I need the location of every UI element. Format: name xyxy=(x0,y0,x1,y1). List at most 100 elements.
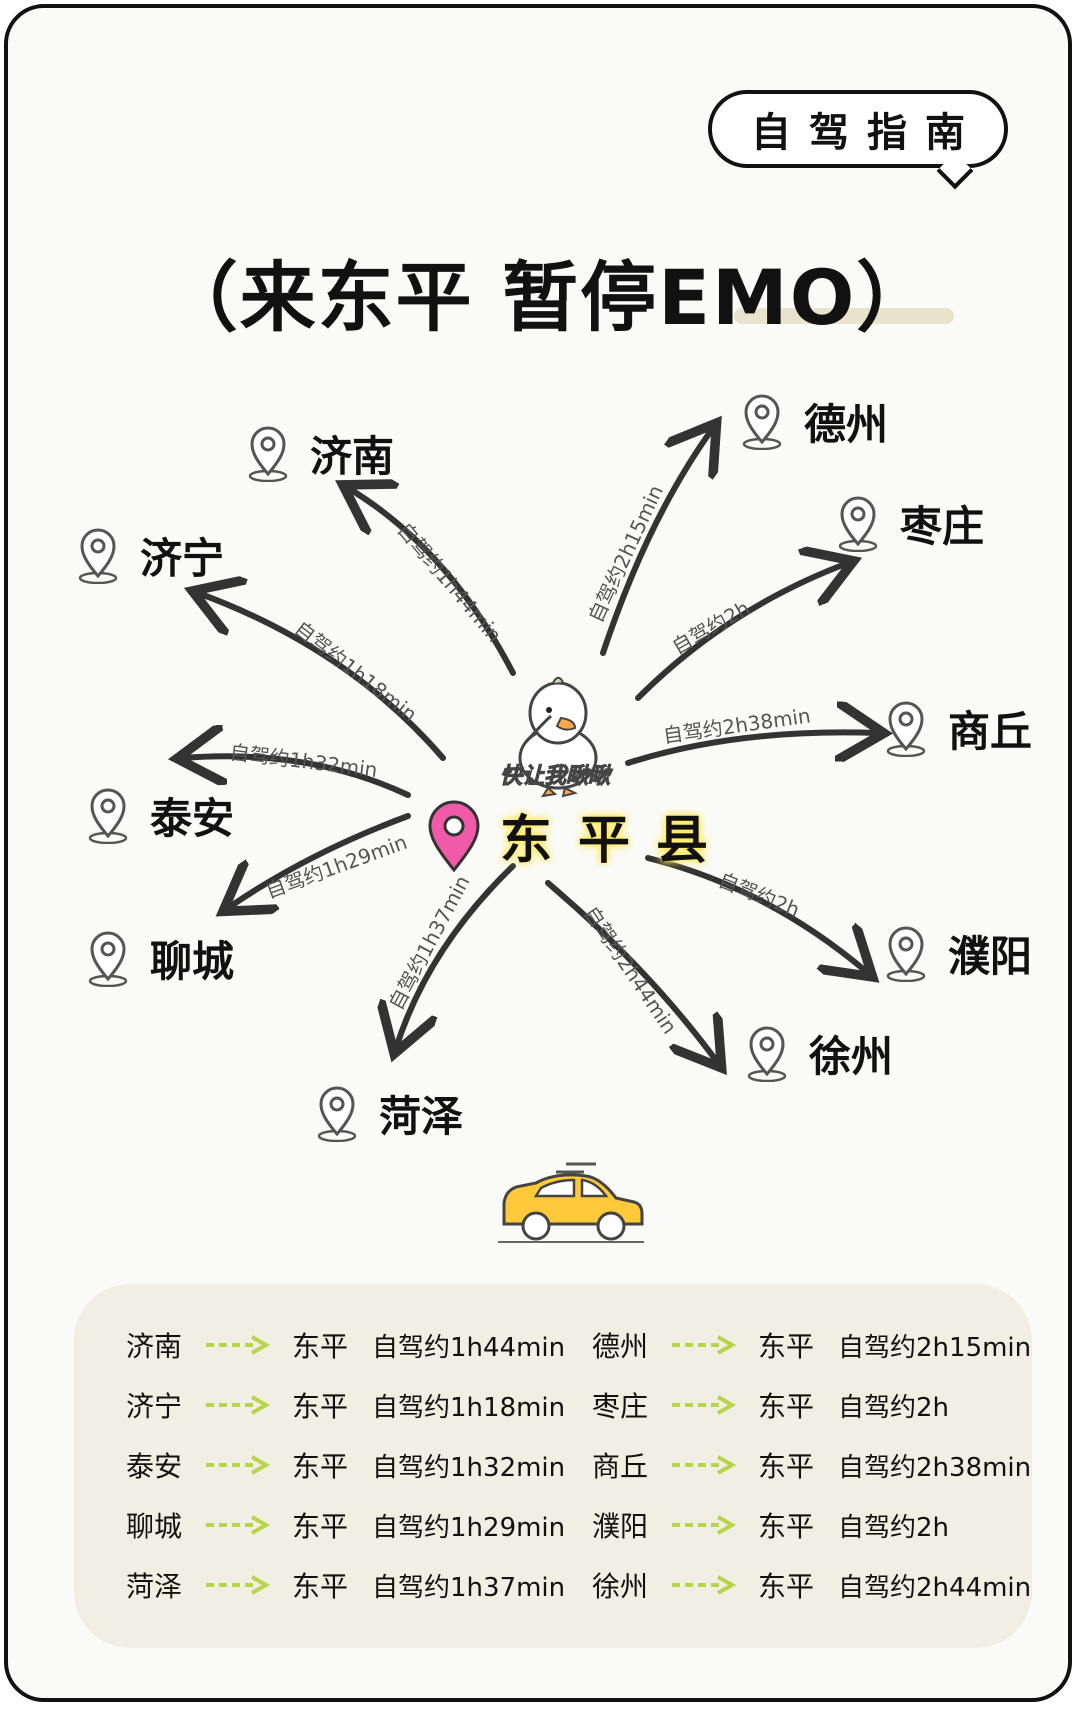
mascot-caption: 快让我瞅瞅 xyxy=(499,764,611,790)
page-title: （来东平 暂停EMO） xyxy=(161,253,935,342)
city-shangqiu: 商丘 xyxy=(882,698,1032,759)
location-pin-icon xyxy=(747,1026,787,1082)
guide-card: 自驾指南 （来东平 暂停EMO） 自驾约1h44min 自驾约2h15min 自… xyxy=(4,4,1072,1702)
location-pin-icon xyxy=(886,701,926,757)
row-to: 东平 xyxy=(758,1450,815,1483)
table-row: 濮阳 东平 自驾约2h xyxy=(592,1505,949,1545)
location-pin-icon xyxy=(88,788,128,844)
table-row: 菏泽 东平 自驾约1h37min xyxy=(126,1565,565,1605)
city-name: 徐州 xyxy=(809,1032,894,1081)
table-row: 济宁 东平 自驾约1h18min xyxy=(126,1385,565,1425)
row-from: 徐州 xyxy=(592,1570,649,1603)
row-to: 东平 xyxy=(758,1390,815,1423)
arrow-dezhou xyxy=(600,428,713,656)
table-row: 枣庄 东平 自驾约2h xyxy=(592,1385,949,1425)
table-row: 泰安 东平 自驾约1h32min xyxy=(126,1445,565,1485)
city-name: 德州 xyxy=(804,400,889,449)
row-to: 东平 xyxy=(758,1330,815,1363)
arrow-taian xyxy=(183,756,411,798)
row-from: 德州 xyxy=(592,1330,649,1363)
center-location: 东平县 xyxy=(426,798,734,873)
city-name: 济宁 xyxy=(140,534,225,583)
arrow-jinan xyxy=(348,488,516,676)
row-time: 自驾约2h44min xyxy=(838,1572,1032,1603)
city-name: 商丘 xyxy=(948,707,1033,756)
arrow-zaozhuang xyxy=(635,563,848,701)
city-jining: 济宁 xyxy=(74,525,224,586)
row-to: 东平 xyxy=(292,1570,349,1603)
table-row: 聊城 东平 自驾约1h29min xyxy=(126,1505,565,1545)
location-pin-icon xyxy=(78,528,118,584)
arrow-jining xyxy=(198,593,446,761)
row-from: 枣庄 xyxy=(592,1390,649,1423)
green-arrow-icon xyxy=(206,1455,271,1475)
city-taian: 泰安 xyxy=(84,785,234,846)
table-row: 济南 东平 自驾约1h44min xyxy=(126,1325,565,1365)
green-arrow-icon xyxy=(206,1575,271,1595)
table-row: 德州 东平 自驾约2h15min xyxy=(592,1325,1031,1365)
city-name: 濮阳 xyxy=(948,932,1033,981)
city-zaozhuang: 枣庄 xyxy=(834,493,984,554)
location-pin-icon xyxy=(838,496,878,552)
row-from: 聊城 xyxy=(126,1510,183,1543)
location-pin-icon xyxy=(88,931,128,987)
table-row: 商丘 东平 自驾约2h38min xyxy=(592,1445,1031,1485)
city-puyang: 濮阳 xyxy=(882,923,1032,984)
city-liaocheng: 聊城 xyxy=(84,928,234,989)
badge-label: 自驾指南 xyxy=(751,110,983,156)
row-time: 自驾约1h37min xyxy=(372,1572,566,1603)
row-from: 济宁 xyxy=(126,1390,183,1423)
center-county-name: 东平县 xyxy=(500,811,735,871)
table-row: 徐州 东平 自驾约2h44min xyxy=(592,1565,1031,1605)
location-pin-icon xyxy=(886,926,926,982)
row-from: 濮阳 xyxy=(592,1510,649,1543)
self-drive-guide-badge: 自驾指南 xyxy=(708,90,1008,168)
car-icon xyxy=(498,1162,644,1243)
row-time: 自驾约1h32min xyxy=(372,1452,566,1483)
green-arrow-icon xyxy=(672,1515,737,1535)
location-pin-icon xyxy=(317,1086,357,1142)
row-time: 自驾约2h15min xyxy=(838,1332,1032,1363)
row-to: 东平 xyxy=(292,1390,349,1423)
arrow-heze xyxy=(396,863,516,1048)
row-time: 自驾约1h44min xyxy=(372,1332,566,1363)
city-heze: 菏泽 xyxy=(313,1083,463,1144)
row-to: 东平 xyxy=(758,1570,815,1603)
arrow-xuzhou xyxy=(545,880,718,1063)
row-to: 东平 xyxy=(292,1510,349,1543)
city-name: 聊城 xyxy=(150,937,235,986)
row-to: 东平 xyxy=(292,1450,349,1483)
row-time: 自驾约1h29min xyxy=(372,1512,566,1543)
green-arrow-icon xyxy=(206,1335,271,1355)
arrow-shangqiu xyxy=(625,732,878,766)
green-arrow-icon xyxy=(672,1575,737,1595)
city-dezhou: 德州 xyxy=(738,391,888,452)
city-xuzhou: 徐州 xyxy=(743,1023,893,1084)
row-to: 东平 xyxy=(292,1330,349,1363)
green-arrow-icon xyxy=(206,1395,271,1415)
green-arrow-icon xyxy=(672,1395,737,1415)
row-time: 自驾约2h38min xyxy=(838,1452,1032,1483)
row-time: 自驾约1h18min xyxy=(372,1392,566,1423)
green-arrow-icon xyxy=(206,1515,271,1535)
route-arrows xyxy=(8,8,1072,1208)
green-arrow-icon xyxy=(672,1335,737,1355)
arrow-liaocheng xyxy=(228,813,411,908)
location-pin-icon xyxy=(742,394,782,450)
row-time: 自驾约2h xyxy=(838,1512,950,1543)
green-arrow-icon xyxy=(672,1455,737,1475)
row-from: 济南 xyxy=(126,1330,183,1363)
row-from: 菏泽 xyxy=(126,1570,183,1603)
location-pin-icon xyxy=(248,426,288,482)
row-to: 东平 xyxy=(758,1510,815,1543)
pink-map-pin-icon xyxy=(428,800,480,872)
city-name: 菏泽 xyxy=(379,1092,464,1141)
city-jinan: 济南 xyxy=(244,423,394,484)
title-underline xyxy=(734,308,954,324)
arrow-puyang xyxy=(645,855,868,973)
row-from: 商丘 xyxy=(592,1450,649,1483)
row-from: 泰安 xyxy=(126,1450,183,1483)
city-name: 枣庄 xyxy=(900,502,985,551)
duck-mascot-icon xyxy=(518,676,598,798)
city-name: 泰安 xyxy=(150,794,235,843)
